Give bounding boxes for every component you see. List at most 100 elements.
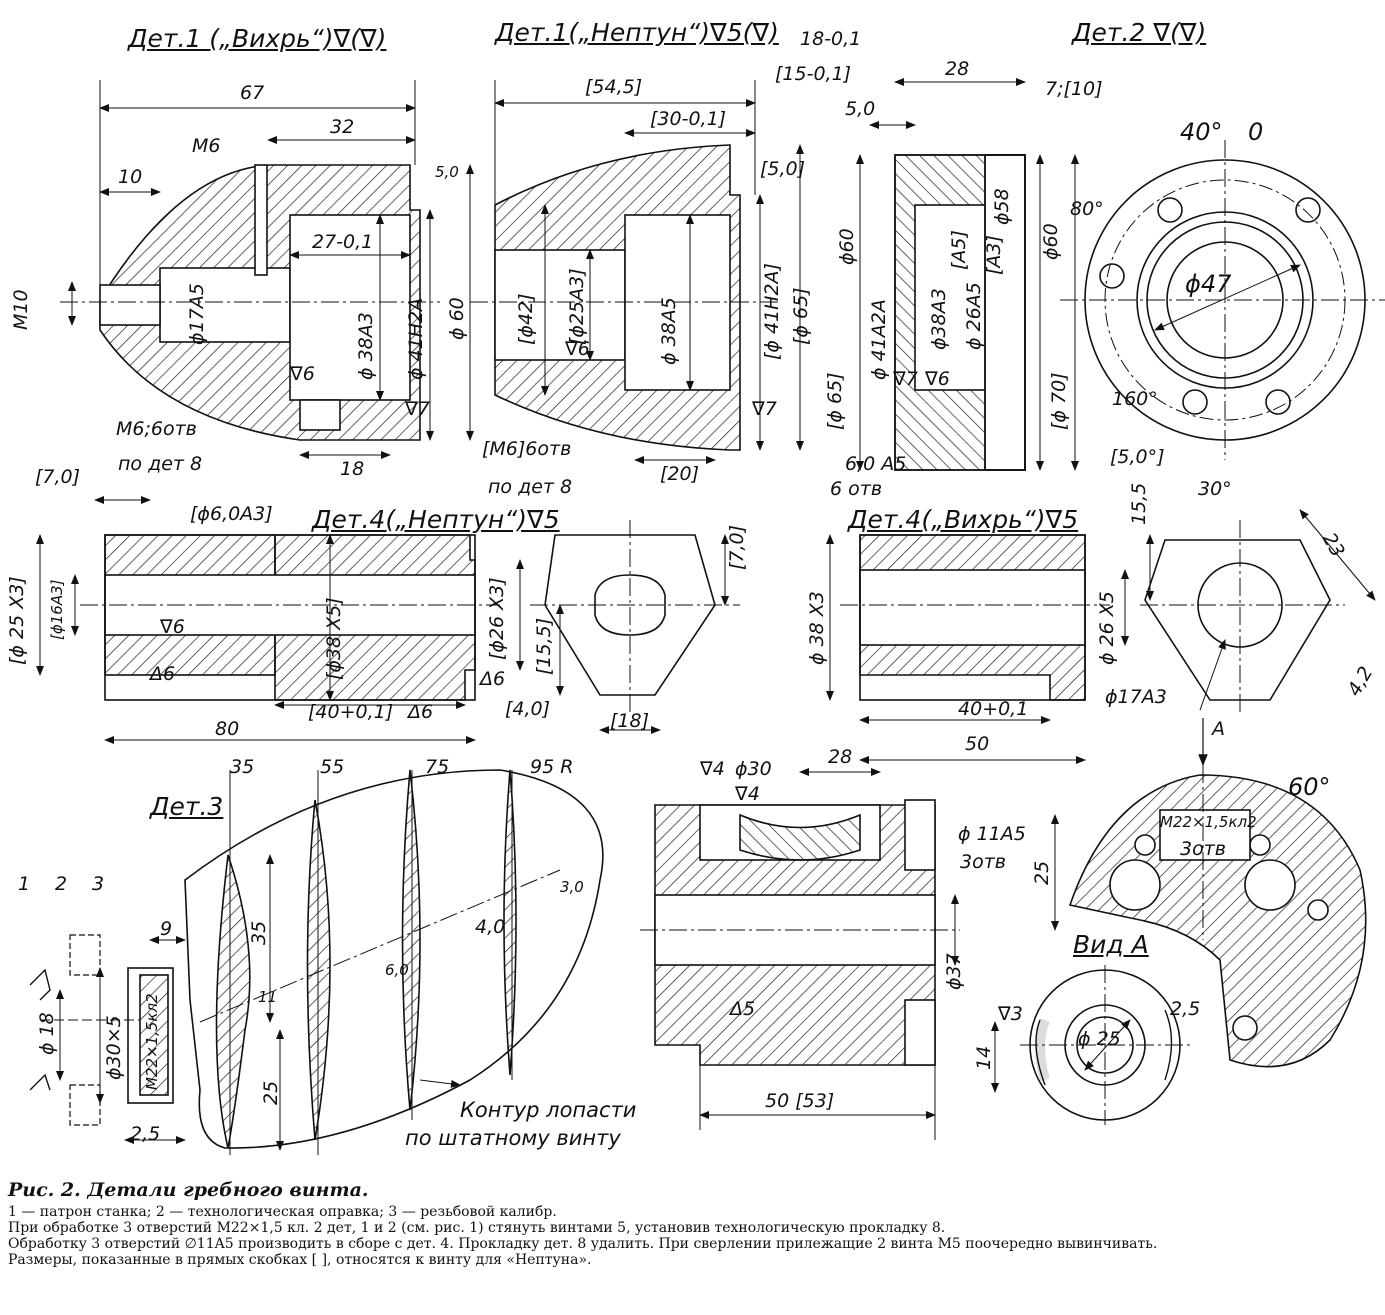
dim-label: M22×1,5кл2: [143, 993, 161, 1090]
dim-label: 30°: [1198, 478, 1232, 500]
det2-section: [856, 78, 1079, 471]
title-det2: Дет.2 ∇(∇): [1072, 18, 1207, 47]
det1-vikhr-section: [60, 80, 474, 459]
title-view-a: Вид А: [1073, 930, 1149, 959]
dim-label: 6 отв: [830, 478, 883, 500]
dim-label: ∇6: [925, 368, 950, 390]
dim-label: [ϕ26 X3]: [486, 577, 508, 660]
dim-label: ϕ 41H2A: [405, 297, 427, 380]
dim-label: 95 R: [530, 756, 574, 778]
dim-label: 2,5: [130, 1123, 161, 1145]
dim-label: [15,5]: [533, 617, 555, 675]
dim-label: 18-0,1: [800, 28, 862, 50]
dim-label: 25: [260, 1080, 282, 1105]
dim-label: Контур лопасти: [460, 1098, 637, 1122]
dim-label: 27-0,1: [312, 231, 374, 253]
dim-label: ϕ60: [1040, 223, 1062, 260]
dim-label: [4,0]: [505, 698, 551, 720]
dim-label: [7,0]: [726, 524, 748, 570]
det2-front-view: [1060, 140, 1385, 460]
dim-label: 6,0 A5: [845, 453, 907, 475]
dim-label: ∇4: [700, 758, 725, 780]
dim-label: [A5]: [948, 230, 970, 270]
dim-label: 11: [258, 988, 278, 1006]
caption-line: Размеры, показанные в прямых скобках [ ]…: [8, 1252, 592, 1268]
dim-label: Δ5: [730, 998, 756, 1020]
title-det3: Дет.3: [150, 792, 224, 821]
dim-label: ∇7: [405, 398, 430, 420]
dim-label: 18: [340, 458, 365, 480]
dim-label: [ϕ 65]: [824, 372, 846, 430]
dim-label: ϕ 41A2A: [868, 299, 890, 380]
dim-label: ϕ30: [735, 758, 772, 780]
dim-label: [ϕ42]: [515, 293, 537, 345]
dim-label: [ϕ25A3]: [566, 268, 588, 345]
dim-label: по штатному винту: [405, 1126, 621, 1150]
dim-label: ∇6: [290, 363, 315, 385]
dim-label: 35: [230, 756, 255, 778]
dim-label: по дет 8: [118, 453, 203, 475]
det4-neptun-end-view: [530, 520, 740, 734]
dim-label: 2: [55, 873, 68, 895]
dim-label: [20]: [660, 463, 700, 485]
det1-end-view: [1051, 718, 1367, 1068]
det1-neptun-section: [470, 80, 804, 464]
dim-label: 2,5: [1170, 998, 1201, 1020]
view-a-washer: [991, 965, 1190, 1125]
dim-label: [15-0,1]: [775, 63, 852, 85]
dim-label: [ϕ6,0A3]: [190, 503, 273, 525]
dim-label: ϕ 38 X3: [806, 591, 828, 665]
dim-label: 9: [160, 918, 173, 940]
dim-label: ∇4: [735, 783, 760, 805]
caption-title: Рис. 2. Детали гребного винта.: [8, 1179, 369, 1201]
title-det1-vikhr: Дет.1 („Вихрь“)∇(∇): [128, 24, 387, 53]
dim-label: [18]: [610, 710, 650, 732]
dim-label: по дет 8: [488, 476, 573, 498]
dim-label: 5,0: [435, 163, 459, 181]
dim-label: ϕ 18: [36, 1012, 58, 1055]
dim-label: 80: [215, 718, 240, 740]
det4-vikhr-section: [826, 534, 1129, 764]
dim-label: M10: [10, 289, 32, 330]
dim-label: 25: [1031, 860, 1053, 885]
dim-label: ϕ30×5: [103, 1015, 125, 1080]
dim-label: M6: [192, 135, 221, 157]
det3-blade: [29, 769, 604, 1155]
dim-label: [A3]: [983, 235, 1005, 275]
dim-label: [ϕ 70]: [1048, 372, 1070, 430]
dim-label: [ϕ 65]: [790, 287, 812, 345]
title-det4-neptun: Дет.4(„Нептун“)∇5: [312, 505, 560, 534]
dim-label: Δ6: [150, 663, 176, 685]
dim-label: 28: [828, 746, 853, 768]
dim-label: 67: [240, 82, 265, 104]
dim-label: M22×1,5кл2: [1160, 813, 1257, 831]
dim-label: [30-0,1]: [650, 108, 727, 130]
dim-label: 55: [320, 756, 345, 778]
title-det4-vikhr: Дет.4(„Вихрь“)∇5: [848, 505, 1079, 534]
dim-label: 3отв: [960, 851, 1006, 873]
dim-label: [40+0,1]: [308, 701, 394, 723]
dim-label: ϕ 38A5: [658, 297, 680, 365]
dim-label: [5,0°]: [1110, 446, 1165, 468]
dim-label: [M6]6отв: [482, 438, 572, 460]
dim-label: 10: [118, 166, 143, 188]
dim-label: ∇7: [752, 398, 777, 420]
dim-label: ϕ 26A5: [963, 282, 985, 350]
det4-vikhr-end-view: [1140, 509, 1376, 715]
dim-label: 15,5: [1128, 482, 1150, 525]
dim-label: 6,0: [385, 961, 409, 979]
dim-label: 1: [18, 873, 31, 895]
dim-label: [ϕ38 X5]: [323, 597, 345, 680]
dim-label: ϕ38A3: [928, 288, 950, 350]
dim-label: [54,5]: [585, 76, 643, 98]
dim-label: ∇7: [893, 368, 918, 390]
dim-label: 3отв: [1180, 838, 1226, 860]
dim-label: 75: [425, 756, 450, 778]
dim-label: ϕ17A5: [186, 283, 208, 345]
dim-label: ϕ47: [1185, 270, 1232, 298]
dim-label: 40°: [1180, 118, 1223, 146]
dim-label: A: [1212, 718, 1225, 740]
dim-label: 35: [248, 920, 270, 945]
caption-line: Обработку 3 отверстий ∅11A5 производить …: [8, 1236, 1158, 1252]
dim-label: 80°: [1070, 198, 1104, 220]
